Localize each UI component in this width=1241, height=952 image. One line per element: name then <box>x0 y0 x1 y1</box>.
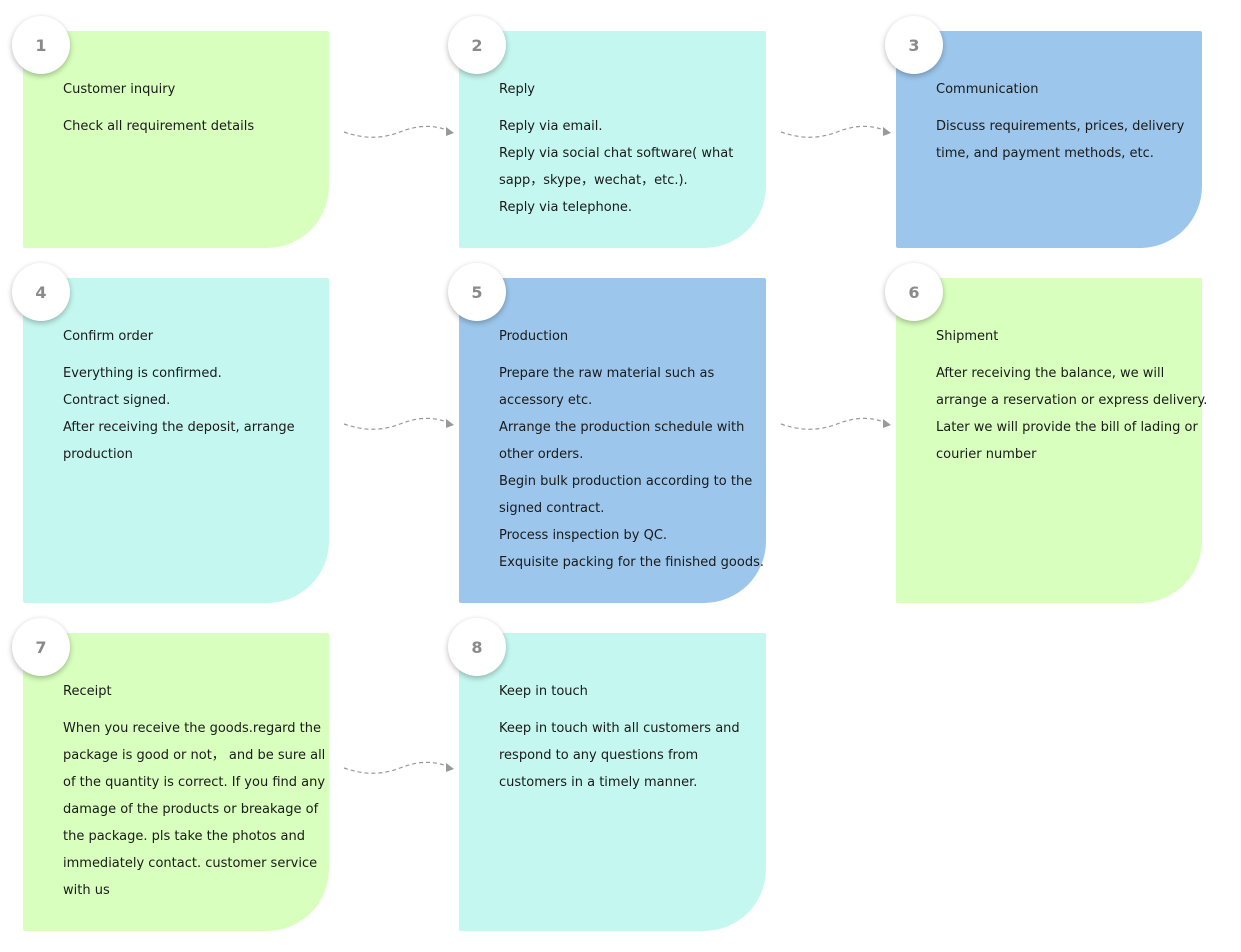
step-details-3: Discuss requirements, prices, delivery t… <box>936 113 1184 167</box>
step-detail-line: Reply via email. <box>499 119 603 134</box>
flow-arrow-1-2 <box>343 125 454 138</box>
step-detail-line: production <box>63 447 133 462</box>
step-detail-line: time, and payment methods, etc. <box>936 146 1154 161</box>
step-details-5: Prepare the raw material such as accesso… <box>499 360 764 576</box>
step-detail-line: Reply via social chat software( what <box>499 146 734 161</box>
step-detail-line: courier number <box>936 447 1037 462</box>
step-details-1: Check all requirement details <box>63 113 254 140</box>
step-title-1: Customer inquiry <box>63 82 176 97</box>
flow-arrow-4-5 <box>343 417 454 430</box>
step-card-2: 2 Reply Reply via email. Reply via socia… <box>448 16 766 248</box>
step-number-badge-7: 7 <box>12 618 70 676</box>
step-title-2: Reply <box>499 82 536 97</box>
step-details-7: When you receive the goods.regard the pa… <box>63 715 325 904</box>
step-number-badge-8: 8 <box>448 618 506 676</box>
step-details-6: After receiving the balance, we will arr… <box>936 360 1207 468</box>
step-detail-line: After receiving the deposit, arrange <box>63 420 295 435</box>
step-number-badge-6: 6 <box>885 263 943 321</box>
step-detail-line: Keep in touch with all customers and <box>499 721 740 736</box>
step-number-badge-1: 1 <box>12 16 70 74</box>
step-details-8: Keep in touch with all customers and res… <box>499 715 740 796</box>
step-title-3: Communication <box>936 82 1039 97</box>
step-number-badge-5: 5 <box>448 263 506 321</box>
step-detail-line: of the quantity is correct. If you find … <box>63 775 326 790</box>
step-card-6: 6 Shipment After receiving the balance, … <box>885 263 1207 603</box>
flow-arrow-2-3 <box>780 125 891 138</box>
step-card-3: 3 Communication Discuss requirements, pr… <box>885 16 1202 248</box>
step-detail-line: customers in a timely manner. <box>499 775 698 790</box>
step-details-2: Reply via email. Reply via social chat s… <box>499 113 733 221</box>
step-details-4: Everything is confirmed. Contract signed… <box>63 360 295 468</box>
step-detail-line: respond to any questions from <box>499 748 699 763</box>
step-title-5: Production <box>499 329 569 344</box>
step-title-4: Confirm order <box>63 329 154 344</box>
step-detail-line: Arrange the production schedule with <box>499 420 745 435</box>
step-detail-line: other orders. <box>499 447 584 462</box>
step-number-badge-2: 2 <box>448 16 506 74</box>
step-number-badge-3: 3 <box>885 16 943 74</box>
step-detail-line: sapp，skype，wechat，etc.). <box>499 173 688 188</box>
step-detail-line: Reply via telephone. <box>499 200 633 215</box>
step-detail-line: Exquisite packing for the finished goods… <box>499 555 764 570</box>
step-card-1: 1 Customer inquiry Check all requirement… <box>12 16 329 248</box>
step-detail-line: Begin bulk production according to the <box>499 474 753 489</box>
step-number-badge-4: 4 <box>12 263 70 321</box>
step-detail-line: When you receive the goods.regard the <box>63 721 322 736</box>
step-card-7: 7 Receipt When you receive the goods.reg… <box>12 618 329 931</box>
step-detail-line: Process inspection by QC. <box>499 528 668 543</box>
step-detail-line: with us <box>63 883 110 898</box>
step-detail-line: Everything is confirmed. <box>63 366 222 381</box>
step-detail-line: the package. pls take the photos and <box>63 829 305 844</box>
step-detail-line: immediately contact. customer service <box>63 856 318 871</box>
step-title-6: Shipment <box>936 329 999 344</box>
step-detail-line: After receiving the balance, we will <box>936 366 1165 381</box>
step-detail-line: accessory etc. <box>499 393 593 408</box>
step-detail-line: arrange a reservation or express deliver… <box>936 393 1208 408</box>
step-detail-line: Contract signed. <box>63 393 171 408</box>
flow-arrow-7-8 <box>343 761 454 774</box>
flow-arrow-5-6 <box>780 417 891 430</box>
step-card-8: 8 Keep in touch Keep in touch with all c… <box>448 618 766 931</box>
step-card-5: 5 Production Prepare the raw material su… <box>448 263 766 603</box>
step-detail-line: signed contract. <box>499 501 605 516</box>
step-detail-line: package is good or not， and be sure all <box>63 748 326 763</box>
step-title-8: Keep in touch <box>499 684 588 699</box>
step-detail-line: Later we will provide the bill of lading… <box>936 420 1198 435</box>
step-title-7: Receipt <box>63 684 112 699</box>
step-card-4: 4 Confirm order Everything is confirmed.… <box>12 263 329 603</box>
step-detail-line: damage of the products or breakage of <box>63 802 319 817</box>
step-detail-line: Prepare the raw material such as <box>499 366 715 381</box>
step-detail-line: Check all requirement details <box>63 119 255 134</box>
step-detail-line: Discuss requirements, prices, delivery <box>936 119 1185 134</box>
